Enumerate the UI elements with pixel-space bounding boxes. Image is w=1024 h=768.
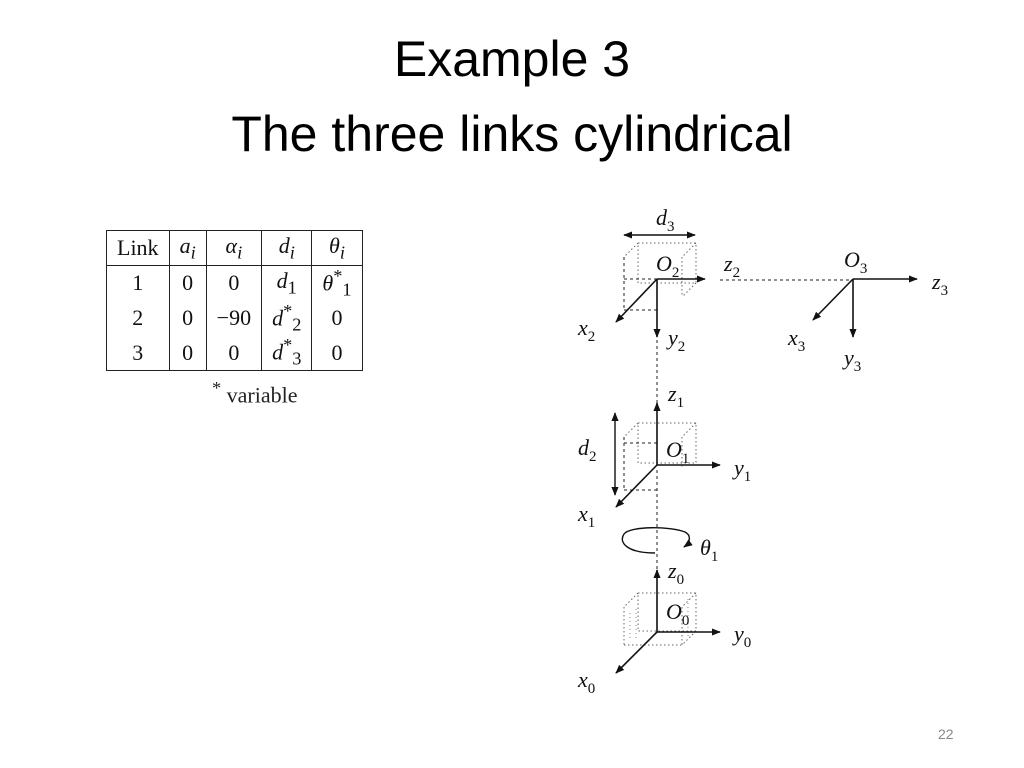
cell-alpha: 0 [205, 265, 263, 301]
label-o2: O2 [656, 251, 679, 281]
label-x0: x0 [577, 667, 595, 697]
o2-frame-block [623, 242, 697, 311]
cell-alpha: −90 [205, 300, 263, 336]
label-z1: z1 [667, 381, 684, 411]
label-x3: x3 [787, 325, 805, 355]
label-x1: x1 [577, 501, 595, 531]
label-y2: y2 [666, 325, 685, 355]
o1-frame-block [623, 422, 697, 491]
dh-parameter-table: Link ai αi di θi 1 0 0 d1 θ*1 2 0 −90 d*… [106, 230, 363, 372]
o0-frame-block [623, 592, 697, 646]
cell-a: 0 [168, 265, 207, 301]
footnote-text: variable [226, 382, 298, 408]
footnote-mark: * [212, 378, 222, 398]
x2-axis [615, 278, 658, 323]
label-z3: z3 [931, 269, 948, 299]
cell-theta: θ*1 [311, 265, 363, 301]
cell-d: d1 [261, 265, 313, 301]
cell-a: 0 [168, 335, 207, 372]
cell-d: d*3 [261, 335, 313, 372]
table-header-row: Link ai αi di θi [106, 230, 363, 266]
label-d3: d3 [656, 205, 675, 235]
cell-d: d*2 [261, 300, 313, 336]
x3-axis [812, 278, 854, 321]
slide-title-line-2: The three links cylindrical [231, 106, 793, 162]
label-d2: d2 [578, 435, 597, 465]
label-y0: y0 [732, 621, 751, 651]
label-z0: z0 [667, 558, 684, 588]
header-d: di [261, 230, 313, 266]
label-o0: O0 [666, 599, 689, 629]
label-y3: y3 [842, 345, 861, 375]
cell-a: 0 [168, 300, 207, 336]
cell-theta: 0 [311, 300, 363, 336]
table-row: 3 0 0 d*3 0 [106, 335, 363, 372]
table-row: 1 0 0 d1 θ*1 [106, 265, 363, 301]
page-number: 22 [938, 726, 954, 742]
label-theta1: θ1 [700, 535, 718, 565]
header-alpha: αi [205, 230, 263, 266]
label-x2: x2 [577, 315, 595, 345]
label-o3: O3 [844, 247, 867, 277]
cell-theta: 0 [311, 335, 363, 372]
cell-link: 3 [106, 335, 170, 372]
x0-axis [615, 631, 658, 674]
cell-alpha: 0 [205, 335, 263, 372]
table-row: 2 0 −90 d*2 0 [106, 300, 363, 336]
x1-axis [615, 464, 658, 508]
cell-link: 2 [106, 300, 170, 336]
slide-title-line-1: Example 3 [393, 31, 631, 87]
label-o1: O1 [666, 437, 689, 467]
cylindrical-robot-frames-diagram: d3 O2 z2 O3 z3 x2 y2 x3 y3 z1 d2 O1 y1 x… [577, 205, 948, 697]
label-z2: z2 [723, 251, 740, 281]
theta1-rotation-arrow [621, 527, 693, 554]
label-y1: y1 [732, 455, 751, 485]
header-a: ai [168, 230, 207, 266]
cell-link: 1 [106, 265, 170, 301]
header-link: Link [106, 230, 170, 266]
table-footnote: * variable [212, 378, 298, 408]
header-theta: θi [311, 230, 363, 266]
